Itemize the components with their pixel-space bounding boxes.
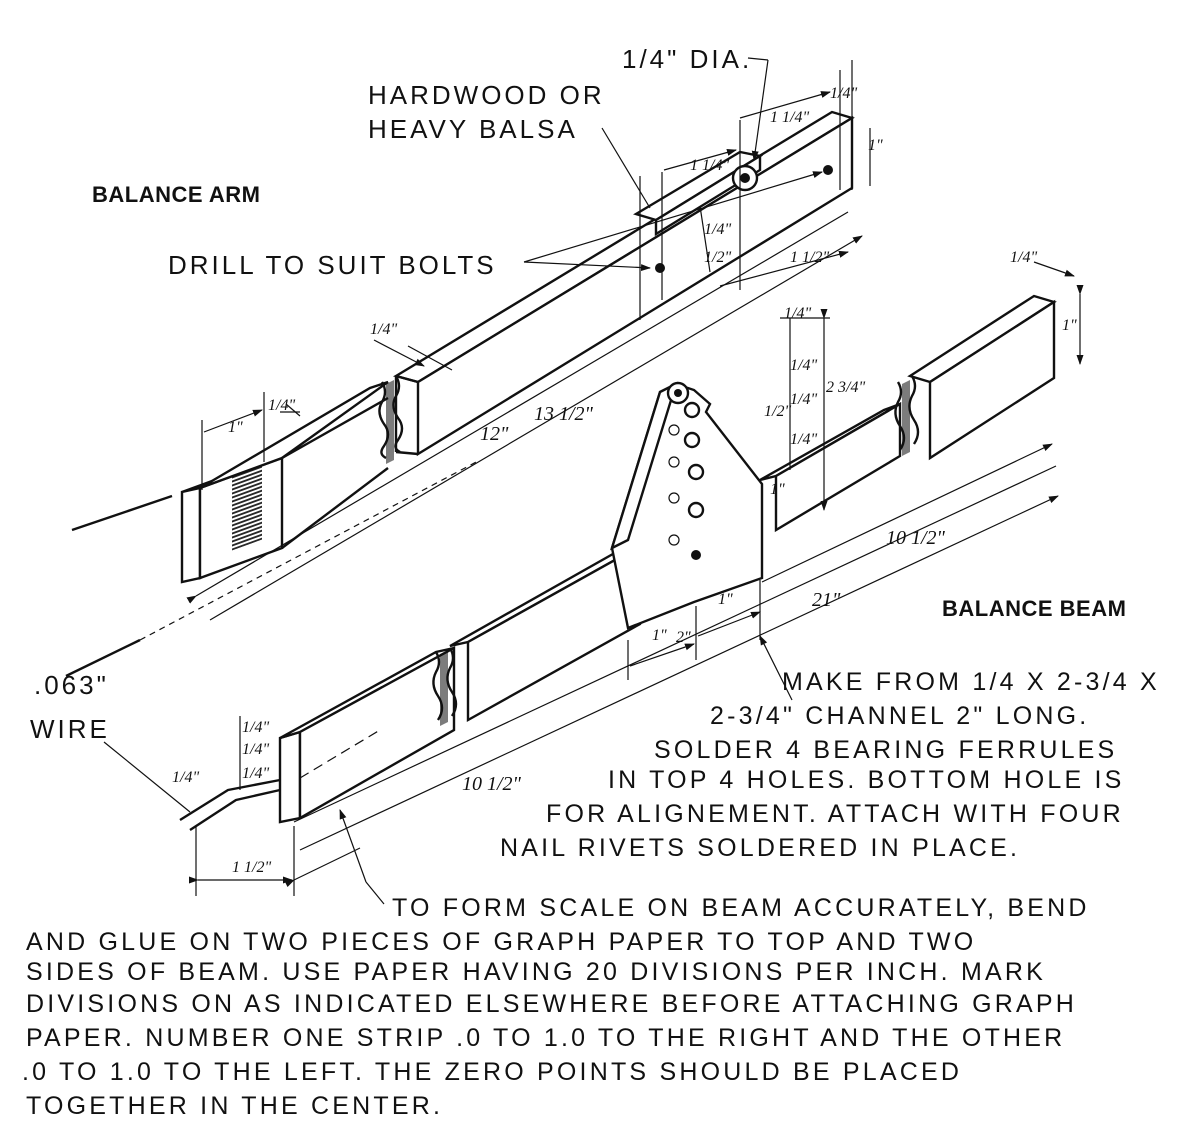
scale-note-line: .0 TO 1.0 TO THE LEFT. THE ZERO POINTS S… (22, 1058, 962, 1086)
dim-wire-quarter: 1/4" (172, 769, 199, 786)
balance-beam-title: BALANCE BEAM (942, 596, 1126, 621)
dimension-labels: 1/4" 1" 1/4" 1/4" 1" 1 1/4" 1 1/4" 1/4" … (172, 85, 1077, 876)
channel-note-line: FOR ALIGNEMENT. ATTACH WITH FOUR (546, 800, 1124, 828)
dim-arm-one: 1" (228, 419, 243, 436)
channel-note-line: 2-3/4" CHANNEL 2" LONG. (710, 702, 1089, 730)
scale-note-line: TOGETHER IN THE CENTER. (26, 1092, 443, 1120)
channel-note-line: SOLDER 4 BEARING FERRULES (654, 736, 1117, 764)
scale-note-line: AND GLUE ON TWO PIECES OF GRAPH PAPER TO… (26, 928, 976, 956)
dimension-lines (65, 57, 1084, 905)
dim-arm-one-half: 1 1/2" (790, 249, 829, 266)
dim-ch-small-b: 1/4" (790, 391, 817, 408)
channel-note: MAKE FROM 1/4 X 2-3/4 X 2-3/4" CHANNEL 2… (500, 668, 1160, 862)
channel-note-line: MAKE FROM 1/4 X 2-3/4 X (782, 668, 1160, 696)
dim-ch-small-a: 1/4" (790, 357, 817, 374)
dim-arm-twelve: 12" (480, 423, 509, 445)
channel-note-line: IN TOP 4 HOLES. BOTTOM HOLE IS (608, 766, 1125, 794)
beam-pointer-wire (179, 778, 281, 832)
scale-note-line: TO FORM SCALE ON BEAM ACCURATELY, BEND (392, 894, 1090, 922)
balance-arm (71, 110, 855, 584)
arm-pointer-wire (71, 494, 173, 532)
dim-arm-small-2: 1/2" (704, 249, 731, 266)
arm-left-segment (199, 380, 389, 549)
dim-beam-ten-half-right: 10 1/2" (886, 527, 946, 549)
scale-note-line: PAPER. NUMBER ONE STRIP .0 TO 1.0 TO THE… (26, 1024, 1065, 1052)
channel-note-line: NAIL RIVETS SOLDERED IN PLACE. (500, 834, 1020, 862)
dim-arm-small-1: 1/4" (704, 221, 731, 238)
dim-ch-two-three-quarter: 2 3/4" (826, 379, 865, 396)
beam-right-segment (907, 294, 1057, 461)
scale-note-line: SIDES OF BEAM. USE PAPER HAVING 20 DIVIS… (26, 958, 1046, 986)
beam-right-break-mark (894, 375, 920, 456)
dim-ch-one-c: 1" (718, 591, 733, 608)
dim-beam-left-small-c: 1/4" (242, 765, 269, 782)
dim-beam-ten-half-left: 10 1/2" (462, 773, 522, 795)
dim-ch-quarter-top: 1/4" (784, 305, 811, 322)
dim-beam-twenty-one: 21" (812, 589, 841, 611)
balance-arm-title: BALANCE ARM (92, 182, 260, 207)
dim-beam-left-small-a: 1/4" (242, 719, 269, 736)
dim-beam-one-right: 1" (1062, 317, 1077, 334)
arm-break-mark (378, 375, 404, 464)
balance-beam (179, 294, 1057, 832)
dim-arm-one-quarter-a: 1 1/4" (770, 109, 809, 126)
wire-label-line2: WIRE (30, 714, 110, 744)
dim-wire-one-half: 1 1/2" (232, 859, 271, 876)
beam-left-break-mark (432, 647, 458, 726)
dim-arm-quarter-left: 1/4" (370, 321, 397, 338)
dim-ch-two: 2" (676, 629, 691, 646)
dim-arm-one-quarter-b: 1 1/4" (690, 157, 729, 174)
dim-arm-thirteen-half: 13 1/2" (534, 403, 594, 425)
arm-main-segment (392, 110, 855, 457)
dim-ch-one: 1" (770, 481, 785, 498)
dim-arm-one-right: 1" (868, 137, 883, 154)
dim-beam-left-small-b: 1/4" (242, 741, 269, 758)
hardwood-label-line1: HARDWOOD OR (368, 80, 605, 110)
beam-end-face (278, 730, 302, 824)
dim-ch-one-b: 1" (652, 627, 667, 644)
scale-note-line: DIVISIONS ON AS INDICATED ELSEWHERE BEFO… (26, 990, 1077, 1018)
diameter-label: 1/4" DIA. (622, 44, 752, 74)
wire-label-line1: .063" (34, 670, 109, 700)
dim-ch-one-half: 1/2" (764, 403, 791, 420)
hardwood-label-line2: HEAVY BALSA (368, 114, 578, 144)
dim-beam-quarter-right: 1/4" (1010, 249, 1037, 266)
drill-label: DRILL TO SUIT BOLTS (168, 250, 497, 280)
scale-note: TO FORM SCALE ON BEAM ACCURATELY, BEND A… (22, 894, 1090, 1120)
dim-arm-quarter-top: 1/4" (830, 85, 857, 102)
channel-bracket (610, 381, 764, 630)
dim-arm-quarter-tip: 1/4" (268, 397, 295, 414)
beam-left-segment (279, 645, 456, 821)
dim-ch-small-c: 1/4" (790, 431, 817, 448)
